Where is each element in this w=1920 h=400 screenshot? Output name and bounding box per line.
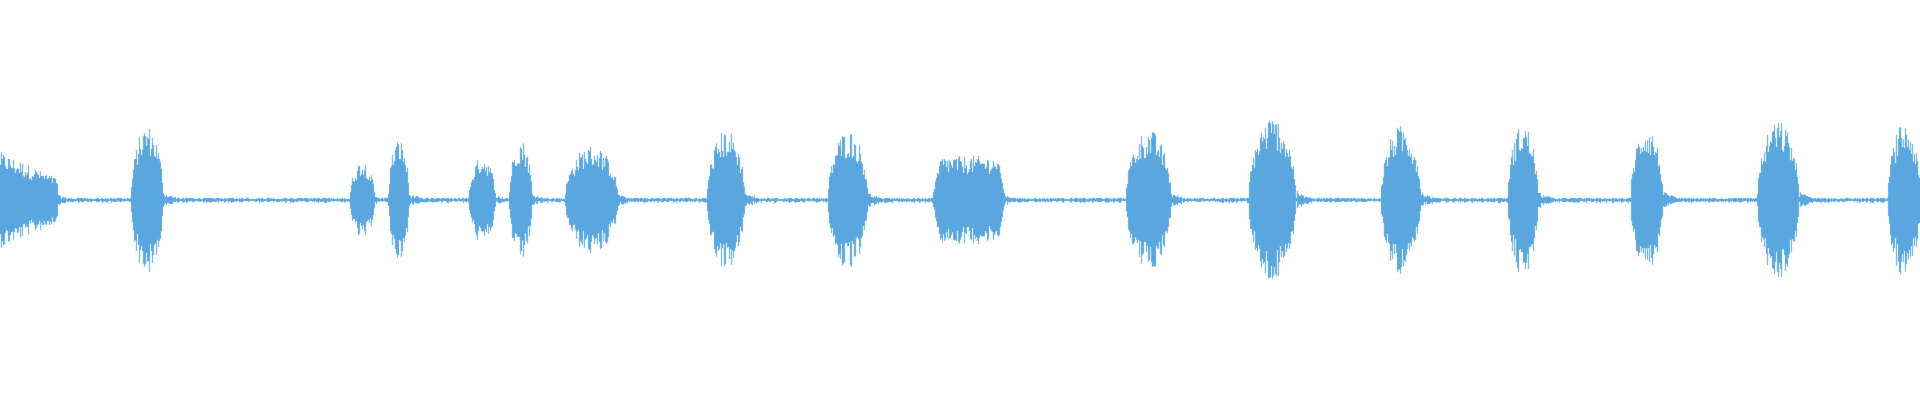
audio-waveform	[0, 0, 1920, 400]
